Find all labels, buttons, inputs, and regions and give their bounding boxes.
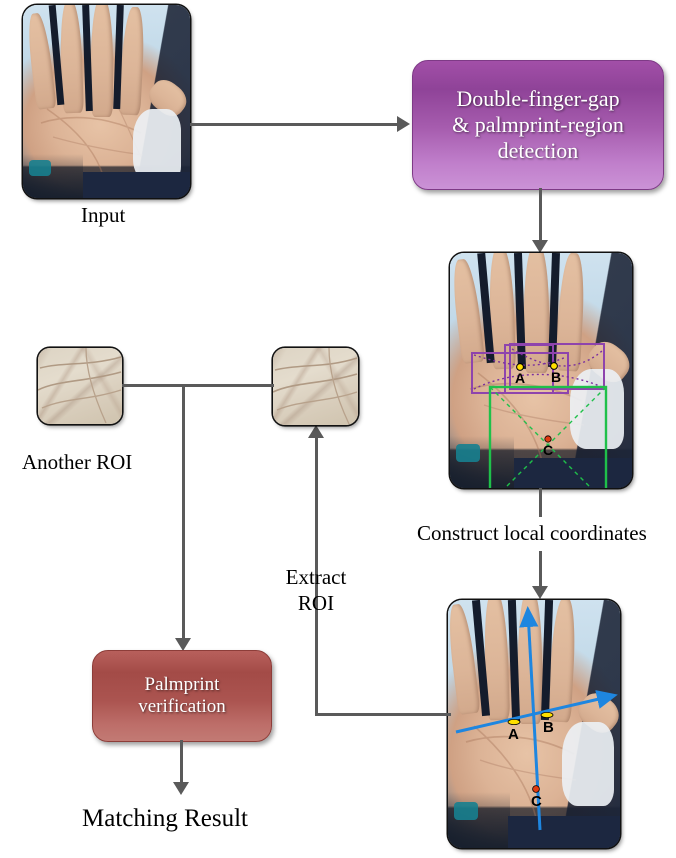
connector-input-to-detection	[190, 123, 397, 126]
detection-label-line2: & palmprint-region	[452, 112, 624, 138]
another-roi-patch	[38, 348, 122, 424]
input-palm-photo	[23, 5, 190, 198]
detection-annotation-overlay	[471, 343, 608, 488]
roi-crease-lines-left	[38, 348, 122, 424]
gap-guide-curve-3	[473, 373, 603, 390]
detection-process-box[interactable]: Double-finger-gap & palmprint-region det…	[412, 60, 664, 190]
roi-crease-lines-right	[273, 348, 358, 425]
connector-detection-to-result-image	[539, 188, 542, 241]
palm-region-diagonal-2	[504, 386, 607, 488]
detection-point-b-label: B	[551, 369, 562, 385]
coord-point-b-label: B	[543, 719, 554, 736]
detection-process-label: Double-finger-gap & palmprint-region det…	[444, 86, 632, 164]
extract-roi-label: Extract ROI	[280, 565, 352, 616]
arrowhead-extract-to-roi	[308, 425, 324, 438]
another-roi-caption: Another ROI	[22, 450, 133, 474]
coord-keypoint-b	[540, 712, 554, 719]
detection-label-line1: Double-finger-gap	[456, 86, 620, 112]
arrowhead-roi-to-verification	[175, 638, 191, 651]
coord-keypoint-a	[507, 719, 521, 726]
coord-point-c-label: C	[531, 793, 542, 810]
arrowhead-construct-to-coordinate-image	[532, 586, 548, 599]
coordinate-annotation-overlay	[455, 606, 618, 831]
keypoint-a-marker	[516, 363, 524, 371]
detection-point-a-label: A	[515, 370, 526, 386]
connector-roi-join-horizontal	[122, 384, 274, 387]
connector-construct-to-coordinate-image	[539, 551, 542, 587]
detection-label-line3: detection	[497, 137, 579, 163]
connector-extract-vertical	[315, 430, 318, 716]
verification-label-line2: verification	[138, 696, 226, 717]
extracted-roi-patch	[273, 348, 358, 425]
keypoint-b-marker	[550, 362, 558, 370]
keypoint-c-marker	[544, 435, 552, 443]
detection-result-image: A B C	[450, 253, 632, 488]
input-caption: Input	[81, 203, 126, 227]
connector-coordinate-to-extract-horizontal	[315, 713, 451, 716]
extract-roi-line1: Extract	[285, 565, 347, 589]
matching-result-label: Matching Result	[82, 805, 248, 832]
y-axis-arrow	[519, 606, 542, 831]
arrowhead-detection-to-result-image	[532, 240, 548, 253]
palmprint-verification-box[interactable]: Palmprint verification	[92, 650, 272, 742]
local-coordinate-image: A B C	[448, 600, 620, 848]
gap-guide-curve-2	[511, 348, 603, 367]
coord-keypoint-c	[532, 785, 540, 793]
x-axis-arrow	[455, 690, 618, 734]
detection-point-c-label: C	[543, 442, 554, 458]
arrowhead-input-to-detection	[397, 116, 410, 132]
finger-gap-box-right	[509, 343, 605, 390]
extract-roi-line2: ROI	[297, 590, 335, 615]
construct-local-coordinates-label: Construct local coordinates	[417, 521, 647, 545]
connector-verification-to-result	[180, 740, 183, 784]
palmprint-region-square	[488, 385, 608, 488]
verification-label: Palmprint verification	[138, 674, 226, 719]
arrowhead-verification-to-result	[173, 782, 189, 795]
connector-roi-join-vertical	[182, 384, 185, 640]
connector-detection-image-to-construct	[539, 488, 542, 517]
verification-label-line1: Palmprint	[144, 673, 220, 695]
coord-point-a-label: A	[508, 726, 519, 743]
